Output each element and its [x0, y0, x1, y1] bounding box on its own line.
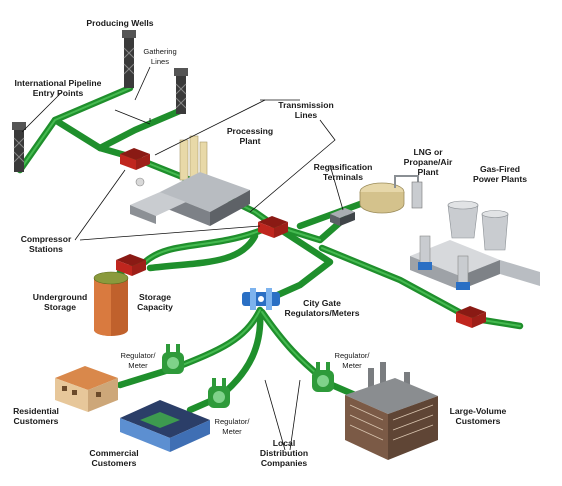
- regasification-terminal: [330, 208, 355, 226]
- label-residential-2: Customers: [14, 416, 59, 426]
- label-underground-storage-1: Underground: [33, 292, 87, 302]
- label-residential-1: Residential: [13, 406, 59, 416]
- label-regas-terminals-1: Regasification: [314, 162, 373, 172]
- gas-fired-power-plants: [410, 200, 540, 290]
- label-transmission-lines-1: Transmission: [278, 100, 333, 110]
- label-gas-fired-1: Gas-Fired: [480, 164, 520, 174]
- commercial-building: [120, 400, 210, 452]
- label-gathering-lines-1: Gathering: [143, 47, 176, 56]
- label-regulator-3b: Meter: [342, 361, 362, 370]
- label-processing-plant-2: Plant: [239, 136, 260, 146]
- label-gas-fired-2: Power Plants: [473, 174, 527, 184]
- label-large-volume-1: Large-Volume: [450, 406, 507, 416]
- label-large-volume-2: Customers: [456, 416, 501, 426]
- label-storage-capacity-1: Storage: [139, 292, 171, 302]
- label-regulator-1b: Meter: [128, 361, 148, 370]
- lng-plant: [359, 175, 423, 214]
- processing-plant: [130, 135, 250, 226]
- label-processing-plant-1: Processing: [227, 126, 273, 136]
- diagram-labels: Producing Wells Gathering Lines Internat…: [13, 18, 527, 468]
- pipeline-network: [16, 84, 524, 414]
- label-lng-plant-2: Propane/Air: [404, 157, 453, 167]
- label-storage-capacity-2: Capacity: [137, 302, 173, 312]
- compressor-station-2: [258, 216, 288, 238]
- label-transmission-lines-2: Lines: [295, 110, 318, 120]
- label-intl-pipeline-2: Entry Points: [33, 88, 84, 98]
- regulator-meter-large-volume: [312, 362, 334, 392]
- compressor-station-4: [456, 306, 486, 328]
- label-regulator-3a: Regulator/: [334, 351, 370, 360]
- residential-house: [55, 366, 118, 412]
- large-volume-factory: [345, 362, 438, 460]
- label-ldc-1: Local: [273, 438, 295, 448]
- label-regulator-1a: Regulator/: [120, 351, 156, 360]
- label-regulator-2a: Regulator/: [214, 417, 250, 426]
- label-regulator-2b: Meter: [222, 427, 242, 436]
- label-commercial-2: Customers: [92, 458, 137, 468]
- label-intl-pipeline-1: International Pipeline: [15, 78, 102, 88]
- underground-storage-tank: [93, 271, 129, 336]
- label-ldc-2: Distribution: [260, 448, 308, 458]
- label-underground-storage-2: Storage: [44, 302, 76, 312]
- regulator-meter-residential: [162, 344, 184, 374]
- label-commercial-1: Commercial: [89, 448, 138, 458]
- producing-well-3: [12, 122, 26, 172]
- label-city-gate-2: Regulators/Meters: [285, 308, 360, 318]
- label-compressor-2: Stations: [29, 244, 63, 254]
- producing-well-1: [122, 30, 136, 88]
- compressor-station-1: [120, 148, 150, 170]
- label-lng-plant-1: LNG or: [413, 147, 443, 157]
- compressor-station-3: [116, 254, 146, 276]
- leader-lines: [21, 66, 344, 451]
- label-producing-wells: Producing Wells: [86, 18, 153, 28]
- regulator-meter-commercial: [208, 378, 230, 408]
- label-compressor-1: Compressor: [21, 234, 72, 244]
- label-ldc-3: Companies: [261, 458, 308, 468]
- label-gathering-lines-2: Lines: [151, 57, 169, 66]
- producing-well-2: [174, 68, 188, 114]
- city-gate-regulators: [242, 288, 280, 310]
- label-city-gate-1: City Gate: [303, 298, 341, 308]
- label-lng-plant-3: Plant: [417, 167, 438, 177]
- label-regas-terminals-2: Terminals: [323, 172, 363, 182]
